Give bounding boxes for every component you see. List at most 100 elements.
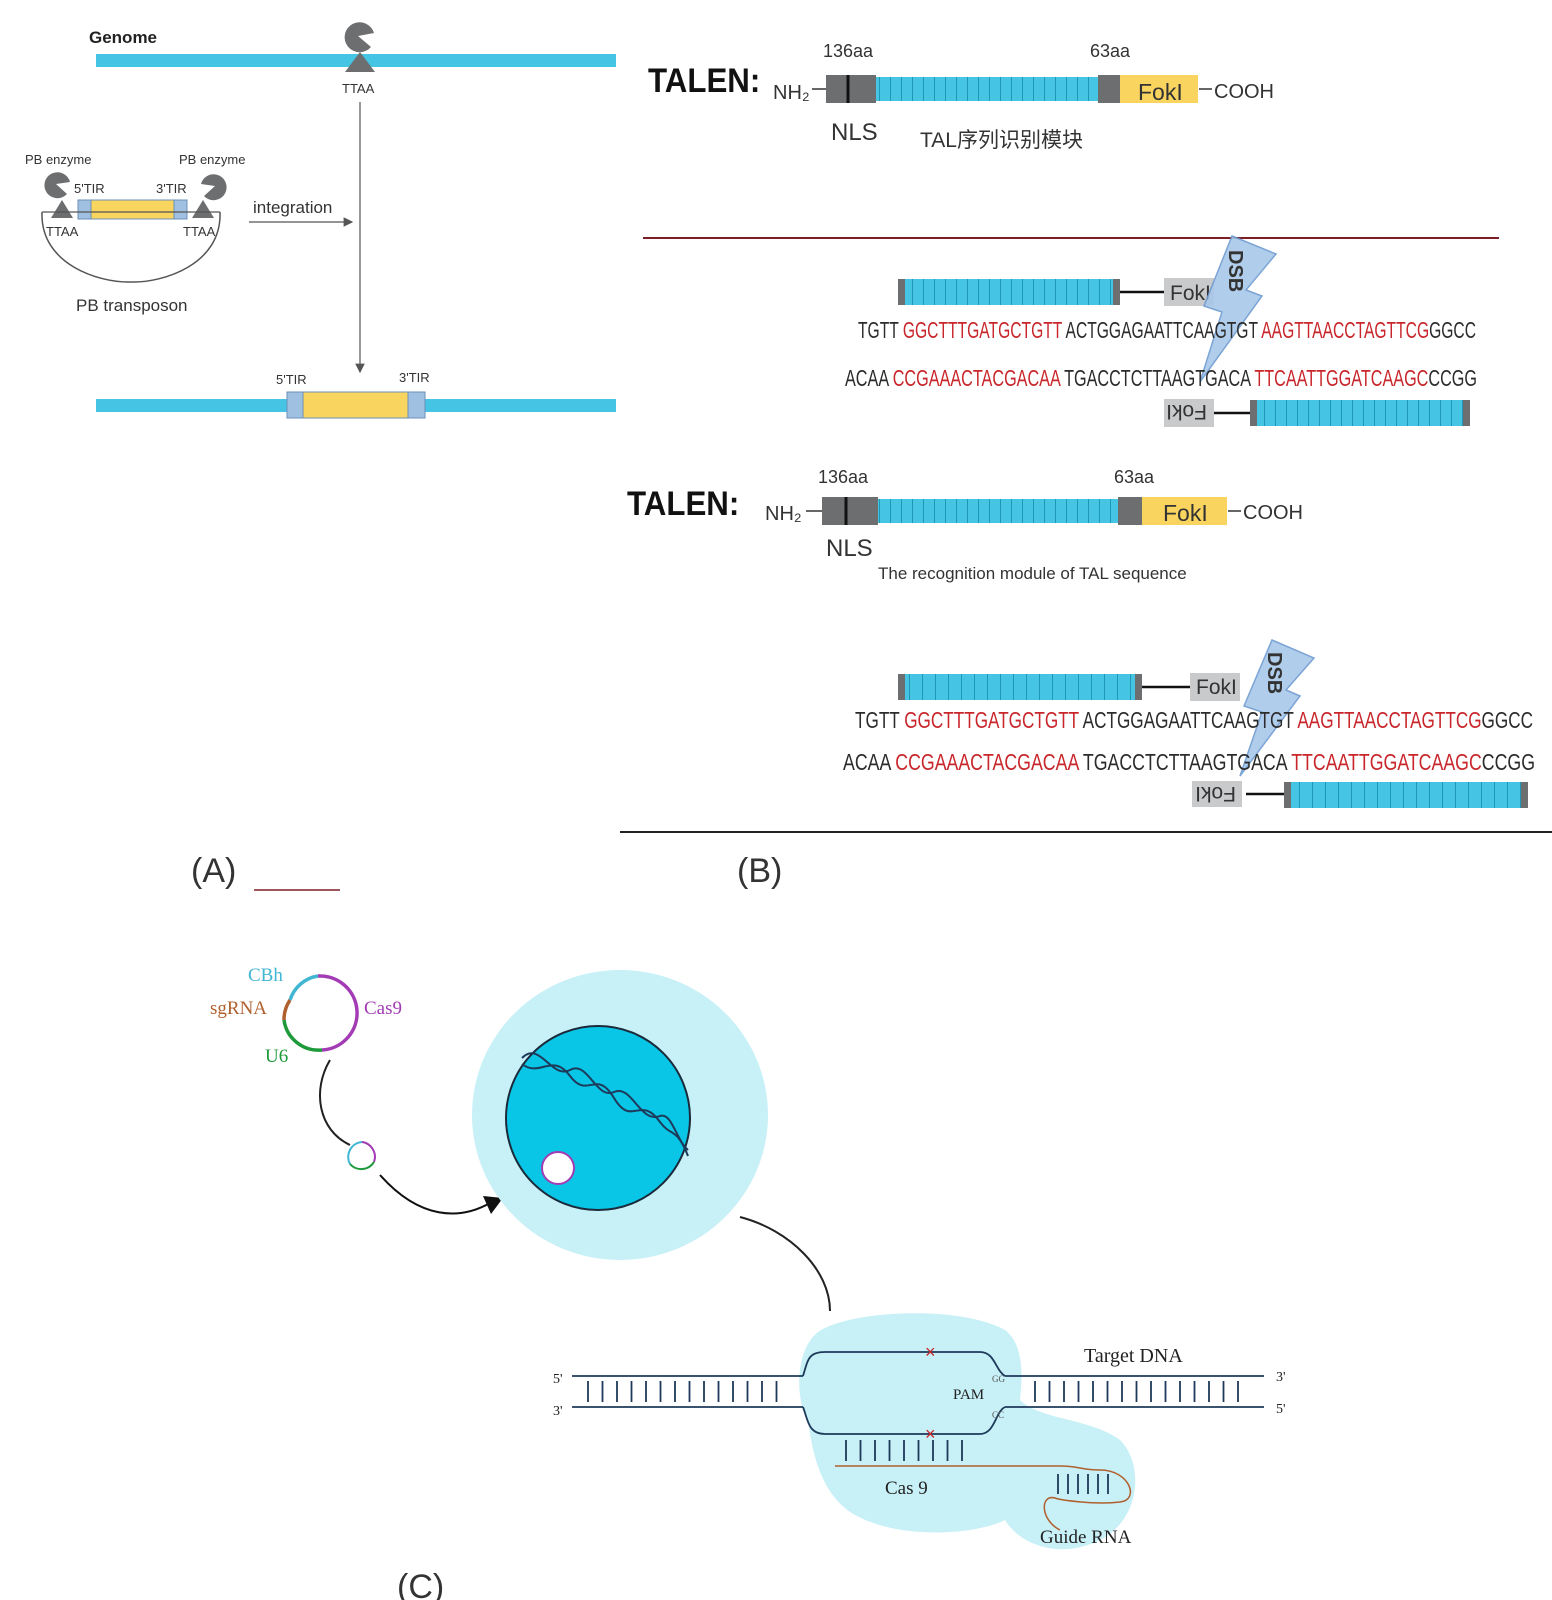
delivery-arrowhead-icon — [483, 1196, 503, 1214]
tal-module-label-top: TAL序列识别模块 — [920, 129, 1083, 152]
fokl-label-top: FokI — [1138, 79, 1183, 105]
pb-enzyme-pacman-icon — [344, 22, 374, 53]
tal-bar-lower-cap-right-bottom — [1521, 782, 1528, 808]
pb-enzyme-right-icon — [201, 174, 227, 201]
tal-bar-lower-cap-left-top — [1250, 400, 1257, 426]
sequence-segment: CCGG — [1482, 749, 1535, 775]
talen-bottom: TALEN: 136aa 63aa NH₂ FokI COOH NLS The … — [627, 467, 1303, 583]
pb-enzyme-left-icon — [44, 172, 70, 199]
aa136-bottom: 136aa — [818, 467, 869, 487]
sequence-segment: AAGTTAACCTAGTTCG — [1261, 317, 1429, 343]
tal-bar-lower-cap-left-bottom — [1284, 782, 1291, 808]
small-plasmid-a — [361, 1141, 376, 1163]
nls-label-bottom: NLS — [826, 535, 873, 562]
sequence-segment: AAGTTAACCTAGTTCG — [1297, 707, 1481, 733]
seq-top-strand-2: TGTT GGCTTTGATGCTGTT ACTGGAGAATTCAAGTGT … — [855, 707, 1533, 733]
panel-c-label: (C) — [397, 1568, 444, 1600]
sequence-segment: TTCAATTGGATCAAGC — [1254, 365, 1428, 391]
panel-a-label: (A) — [191, 852, 236, 890]
cas9-protein-blob — [799, 1313, 1136, 1550]
integrated-tir3-box — [407, 391, 426, 419]
plasmid-arc — [41, 211, 221, 283]
integrated-gene-box — [302, 391, 409, 419]
integrated-genome-right — [424, 399, 616, 412]
ttaa-left-label: TTAA — [46, 224, 79, 239]
panel-b-label: (B) — [737, 852, 782, 890]
tal-repeats-top — [876, 77, 1098, 101]
cooh-bottom: COOH — [1243, 502, 1303, 524]
tal-bar-upper-cap-right-bottom — [1135, 674, 1142, 700]
plasmid-u6-segment — [282, 1019, 323, 1052]
pam-label: PAM — [953, 1387, 984, 1403]
talen-title-top: TALEN: — [648, 61, 760, 100]
sequence-segment: TGACCTCTTAAGTGACA — [1060, 365, 1254, 391]
small-plasmid-b — [349, 1161, 375, 1171]
tal-bar-upper-cap-left-top — [898, 279, 905, 305]
cas9-complex: 5' 3' × × PAM GG CC Target DNA 3' 5' Cas… — [553, 1313, 1286, 1550]
dsb-label-bottom: DSB — [1263, 652, 1285, 694]
talen-binding-bottom: FokI DSB TGTT GGCTTTGATGCTGTT ACTGGAGAAT… — [843, 639, 1535, 808]
cooh-top: COOH — [1214, 81, 1274, 103]
fokl-domain-bottom — [1142, 497, 1227, 525]
integration-label: integration — [253, 198, 332, 217]
sequence-segment: GGCC — [1429, 317, 1476, 343]
aa63-bottom: 63aa — [1114, 467, 1155, 487]
sequence-segment: ACTGGAGAATTCAAGTGT — [1062, 317, 1261, 343]
pam-motif-top: GG — [992, 1374, 1005, 1384]
ttaa-site-triangle-icon — [345, 52, 375, 72]
ttaa-top-label: TTAA — [342, 81, 375, 96]
transposon-gene-box — [90, 199, 175, 220]
cas9-plasmid-label: Cas9 — [364, 998, 402, 1019]
sequence-segment: TGTT — [855, 707, 904, 733]
cbh-label: CBh — [248, 965, 283, 986]
fokl-label-bottom: FokI — [1163, 500, 1208, 526]
cut-mark-bottom-icon: × — [925, 1424, 936, 1444]
integrated-tir5-box — [286, 391, 304, 419]
sequence-segment: GGCTTTGATGCTGTT — [903, 317, 1062, 343]
tal-bar-lower-cap-right-top — [1463, 400, 1470, 426]
tir5-label: 5'TIR — [74, 181, 105, 196]
chromosome-dna-helix — [521, 1052, 689, 1151]
nls-domain-top — [826, 75, 876, 103]
ttaa-right-triangle-icon — [192, 200, 214, 218]
nls-label-top: NLS — [831, 119, 878, 146]
five-prime-right-label: 5' — [1276, 1402, 1286, 1417]
sequence-segment: CCGG — [1428, 365, 1477, 391]
guide-rna-stem-pairs — [1057, 1474, 1109, 1494]
fokl-lower-label-bottom: FokI — [1195, 782, 1236, 805]
linker-bottom — [1118, 497, 1142, 525]
cell — [472, 970, 768, 1260]
guide-rna-scaffold — [1043, 1465, 1131, 1531]
delivery-arrow — [379, 1174, 491, 1215]
seq-bottom-strand-1: ACAA CCGAAACTACGACAA TGACCTCTTAAGTGACA T… — [845, 365, 1477, 391]
cas9-protein-label: Cas 9 — [885, 1478, 928, 1499]
plasmid-cas9-segment — [317, 974, 359, 1052]
fokl-lower-box-bottom — [1192, 781, 1242, 807]
five-prime-left-label: 5' — [553, 1372, 563, 1387]
dsb-lightning-icon — [1199, 235, 1278, 383]
integrated-genome-left — [96, 399, 288, 412]
tir3-label: 3'TIR — [156, 181, 187, 196]
genome-label: Genome — [89, 28, 157, 47]
tal-bar-lower-bottom — [1284, 782, 1528, 808]
tir5-bottom-label: 5'TIR — [276, 372, 307, 387]
seq-bottom-strand-2: ACAA CCGAAACTACGACAA TGACCTCTTAAGTGACA T… — [843, 749, 1535, 775]
talen-binding-top: FokI DSB TGTT GGCTTTGATGCTGTT ACTGGAGAAT… — [845, 235, 1477, 427]
tal-bar-upper-cap-left-bottom — [898, 674, 905, 700]
fokl-upper-box-bottom — [1190, 673, 1240, 701]
u6-label: U6 — [265, 1046, 288, 1067]
plasmid-cbh-segment — [288, 974, 319, 1001]
pb-transposon-label: PB transposon — [76, 296, 188, 315]
sequence-segment: GGCTTTGATGCTGTT — [904, 707, 1079, 733]
sequence-segment: ACAA — [843, 749, 895, 775]
three-prime-left-label: 3' — [553, 1404, 563, 1419]
sequence-segment: ACTGGAGAATTCAAGTGT — [1079, 707, 1298, 733]
sequence-segment: GGCC — [1482, 707, 1533, 733]
sequence-segment: CCGAAACTACGACAA — [893, 365, 1062, 391]
cell-to-complex-curve — [739, 1216, 831, 1312]
panel-b: TALEN: 136aa 63aa NH₂ FokI COOH NLS TAL序… — [620, 41, 1552, 890]
aa63-top: 63aa — [1090, 41, 1131, 61]
target-dna-label: Target DNA — [1084, 1345, 1183, 1367]
panel-c: CBh sgRNA Cas9 U6 5' 3' — [210, 965, 1286, 1600]
